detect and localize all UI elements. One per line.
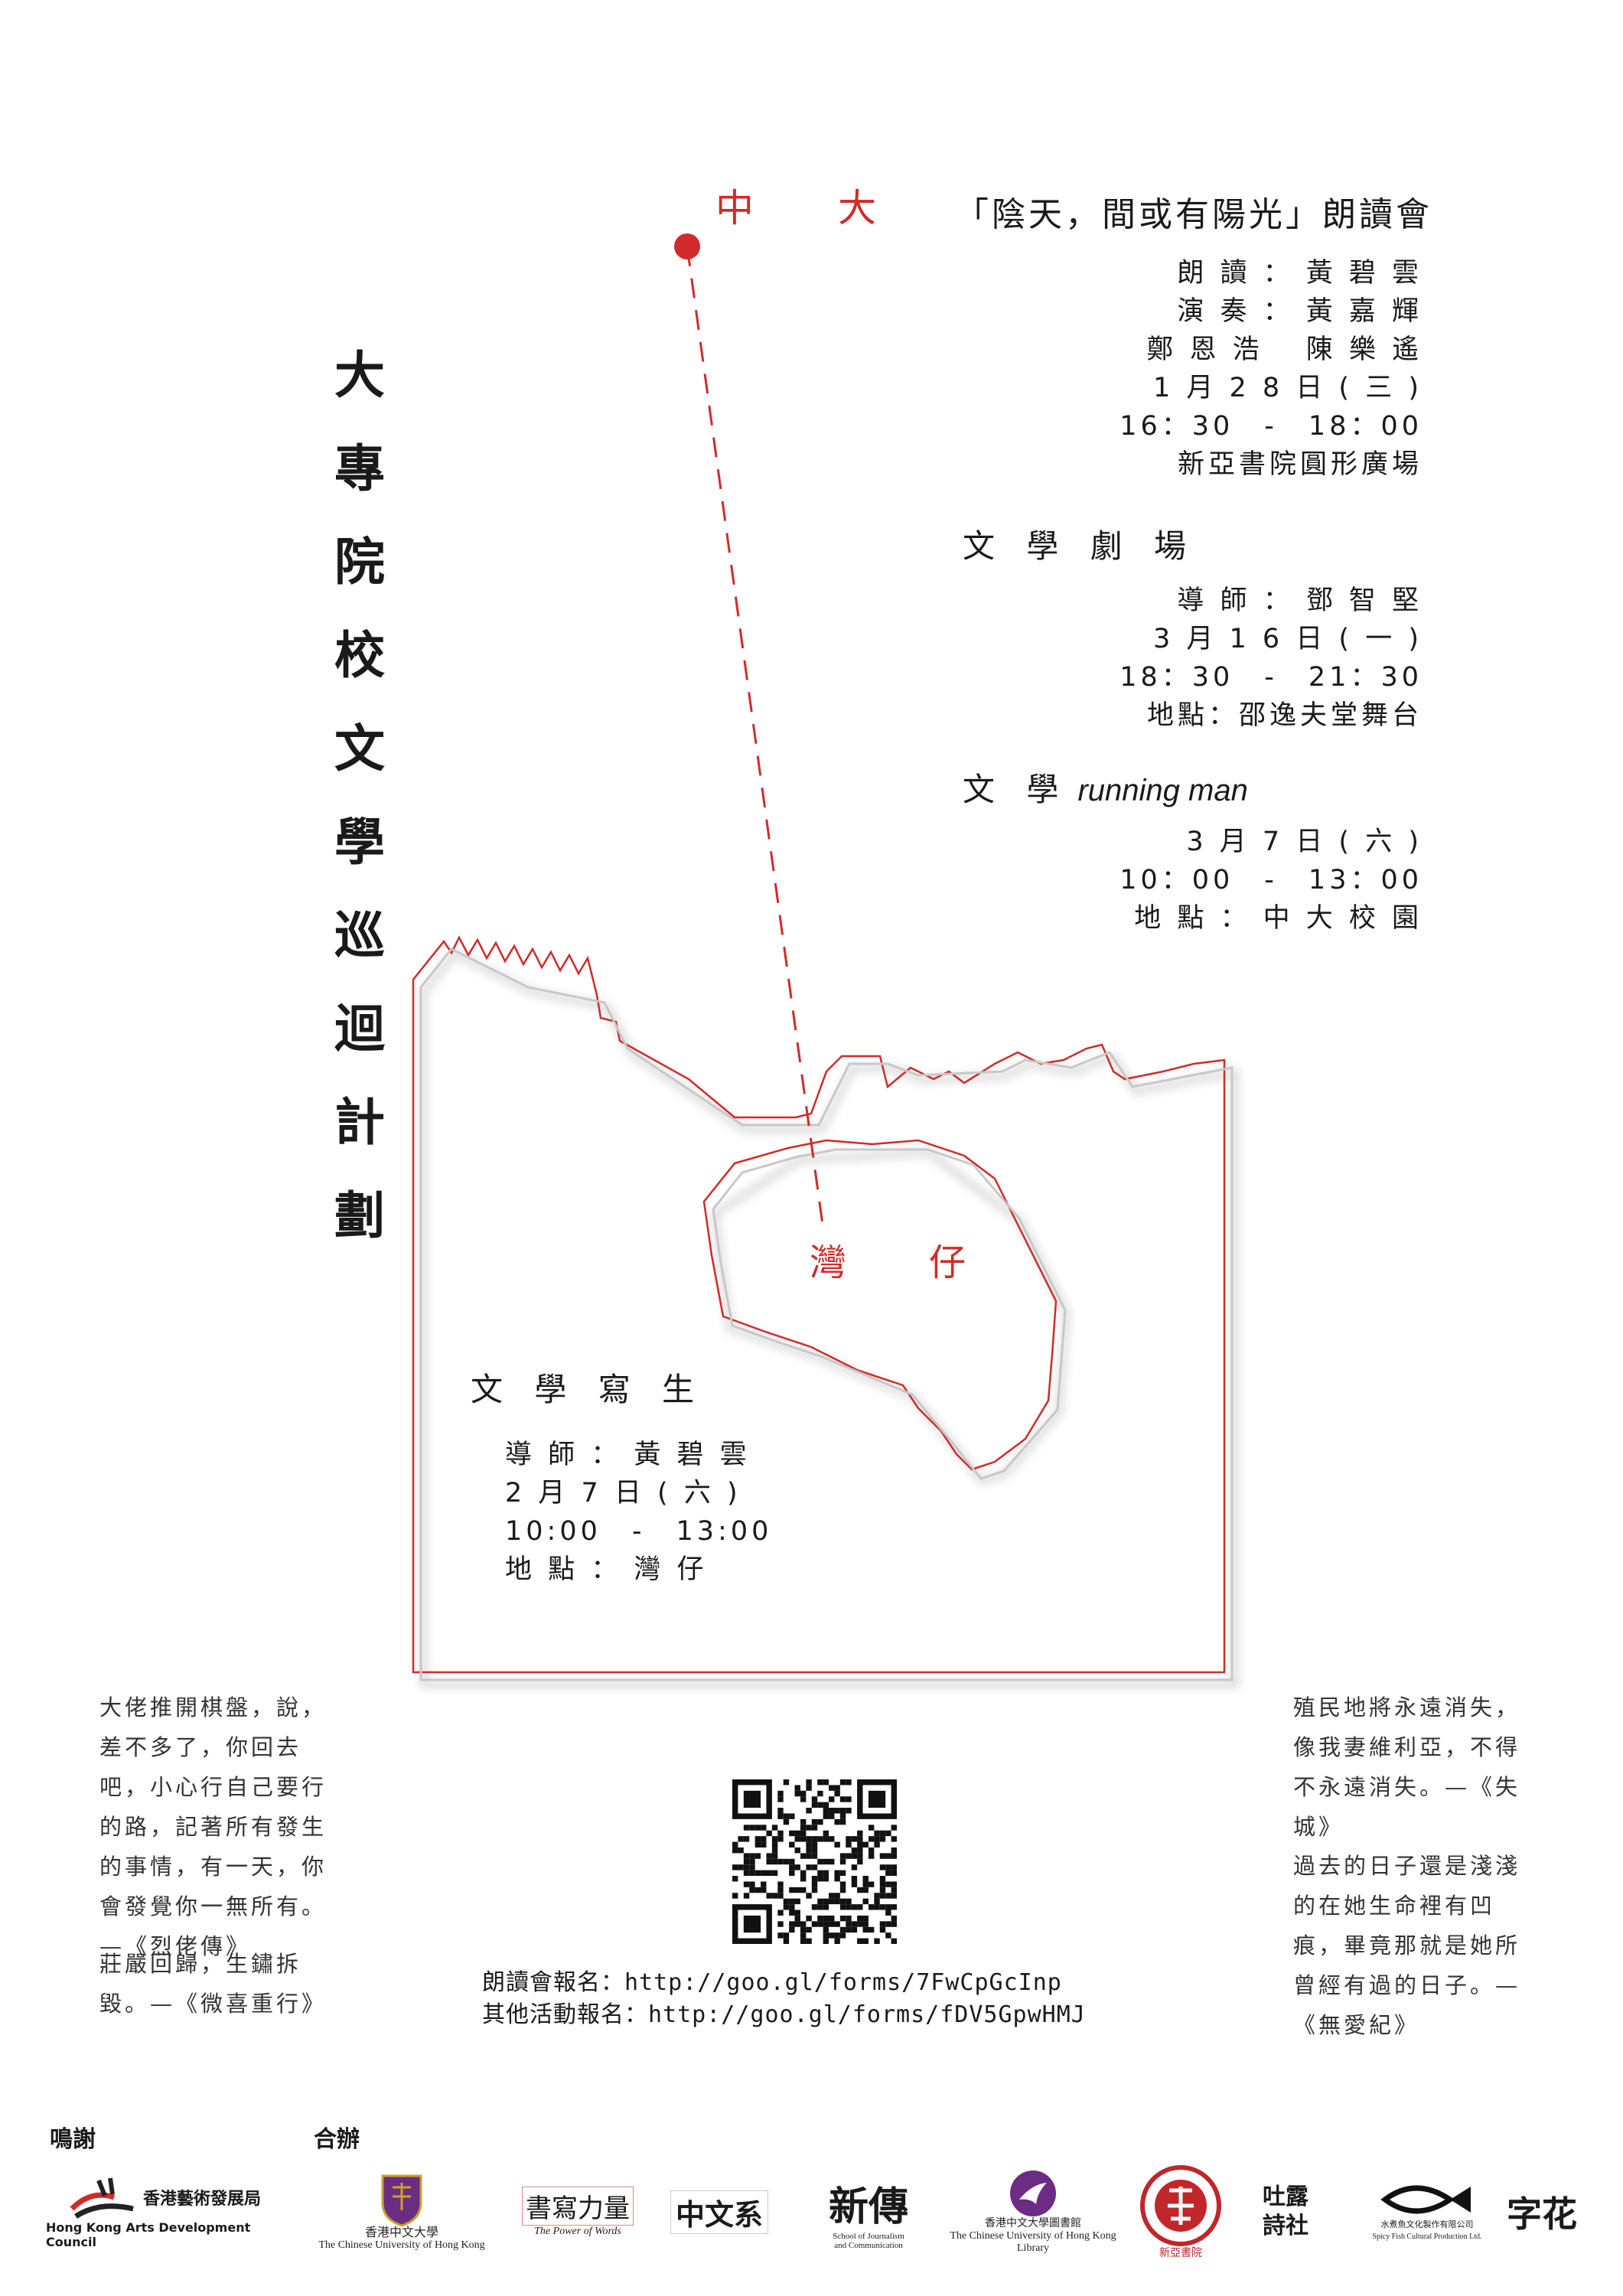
map-graphic: [412, 233, 1239, 1688]
title-char: 文: [334, 719, 385, 778]
qr-code[interactable]: [732, 1779, 897, 1944]
event-info-running: 3 月 7 日 ( 六 ) 10：00 - 13：00 地 點 ： 中 大 校 園: [1119, 823, 1423, 938]
event-info-line: 演 奏 ： 黃 嘉 輝: [1177, 296, 1423, 327]
event-info-sketch: 導 師 ： 黃 碧 雲 2 月 7 日 ( 六 ) 10:00 - 13:00 地 點…: [505, 1436, 773, 1589]
hkadc-name-cn: 香港藝術發展局: [142, 2190, 261, 2209]
event-title-running: 文 學 running man: [963, 764, 1248, 810]
hkadc-name-en: Hong Kong Arts Development Council: [46, 2220, 251, 2249]
quote-right-1: 殖民地將永遠消失，像我妻維利亞，不得不永遠消失。—《失城》: [1293, 1694, 1521, 1840]
poster-title: 大專院校文學巡迴計劃: [325, 329, 394, 1263]
event-info-line: 地 點 ： 中 大 校 園: [1134, 903, 1423, 934]
logo-power-of-words: 書寫力量 The Power of Words: [513, 2158, 643, 2265]
title-char: 大: [334, 346, 385, 405]
power-name-cn: 書寫力量: [522, 2186, 634, 2226]
cuhk-crest-icon: [381, 2174, 422, 2227]
thanks-label: 鳴謝: [50, 2126, 96, 2153]
cuhk-name-cn: 香港中文大學: [364, 2226, 438, 2239]
event-info-line: 朗 讀 ： 黃 碧 雲: [1177, 258, 1423, 289]
route-line: [686, 246, 824, 1225]
event-info-theatre: 導 師 ： 鄧 智 堅 3 月 1 6 日 ( 一 ) 18：30 - 21：30 地…: [1119, 582, 1423, 735]
spicy-fish-name-en: Spicy Fish Cultural Production Ltd.: [1372, 2232, 1482, 2241]
event-info-line: 16：30 - 18：00: [1119, 411, 1423, 442]
event-title-running-en: running man: [1077, 774, 1248, 807]
new-asia-name: 新亞書院: [1159, 2248, 1202, 2259]
title-char: 院: [334, 533, 385, 592]
quote-left-1: 大佬推開棋盤，說，差不多了，你回去吧，小心行自己要行的路，記著所有發生的事情，有…: [99, 1694, 328, 1959]
zihua-name: 字花: [1507, 2193, 1577, 2235]
title-char: 學: [334, 813, 385, 872]
logo-hkadc: 香港藝術發展局 Hong Kong Arts Development Counc…: [46, 2158, 283, 2265]
event-info-line: 導 師 ： 鄧 智 堅: [1177, 585, 1423, 616]
library-bird-icon: [1010, 2170, 1056, 2216]
logo-new-asia: 新亞書院: [1131, 2158, 1230, 2265]
fish-icon: [1380, 2185, 1471, 2214]
journalism-name-en: School of Journalism and Communication: [833, 2231, 904, 2250]
hkadc-icon: [70, 2177, 134, 2219]
logo-cuhk: 香港中文大學 The Chinese University of Hong Ko…: [306, 2158, 497, 2265]
event-info-line: 18：30 - 21：30: [1119, 662, 1423, 693]
logo-zihua: 字花: [1500, 2158, 1584, 2265]
event-info-line: 2 月 7 日 ( 六 ): [505, 1478, 741, 1508]
event-title-running-cn: 文 學: [963, 771, 1070, 808]
event-info-line: 導 師 ： 黃 碧 雲: [505, 1440, 751, 1470]
registration-link-other[interactable]: 其他活動報名：http://goo.gl/forms/fDV5GpwHMJ: [482, 2001, 1086, 2028]
map-label-wanchai: 灣 仔: [810, 1241, 989, 1284]
quote-left-2: 莊嚴回歸，生鏽拆毀。—《微喜重行》: [99, 1951, 328, 2017]
event-info-line: 地點：邵逸夫堂舞台: [1146, 700, 1423, 731]
event-info-line: 新亞書院圓形廣場: [1177, 449, 1423, 480]
library-name-en: The Chinese University of Hong Kong Libr…: [950, 2230, 1116, 2254]
event-info-line: 3 月 7 日 ( 六 ): [1186, 827, 1423, 857]
event-info-line: 3 月 1 6 日 ( 一 ): [1153, 624, 1423, 654]
event-info-line: 鄭 恩 浩 陳 樂 遙: [1146, 334, 1423, 365]
logo-poetry-society: 吐露詩社: [1247, 2158, 1331, 2265]
spicy-fish-name-cn: 水煮魚文化製作有限公司: [1380, 2220, 1474, 2229]
power-name-en: The Power of Words: [534, 2225, 621, 2237]
district-outline: [412, 935, 1226, 1674]
logo-spicy-fish: 水煮魚文化製作有限公司 Spicy Fish Cultural Producti…: [1358, 2158, 1496, 2265]
logo-chinese-dept: 中文系: [670, 2158, 769, 2265]
title-char: 專: [334, 439, 385, 498]
coorganizer-label: 合辦: [314, 2126, 360, 2153]
quote-right-2: 過去的日子還是淺淺的在她生命裡有凹痕，畢竟那就是她所曾經有過的日子。—《無愛紀》: [1293, 1853, 1521, 2038]
title-char: 校: [334, 626, 385, 685]
logo-journalism: 新傳 School of Journalism and Communicatio…: [811, 2158, 926, 2265]
cuhk-name-en: The Chinese University of Hong Kong: [318, 2239, 485, 2251]
title-char: 巡: [334, 906, 385, 965]
title-char: 劃: [334, 1186, 385, 1245]
event-info-line: 地 點 ： 灣 仔: [505, 1554, 708, 1585]
event-title-sketch: 文 學 寫 生: [471, 1371, 706, 1408]
title-char: 計: [334, 1093, 385, 1152]
new-asia-seal-icon: [1140, 2165, 1221, 2246]
title-char: 迴: [334, 1000, 385, 1058]
chinese-dept-name: 中文系: [670, 2190, 768, 2234]
library-name-cn: 香港中文大學圖書館: [985, 2218, 1081, 2229]
event-info-line: 10:00 - 13:00: [505, 1516, 773, 1547]
event-info-line: 1 月 2 8 日 ( 三 ): [1153, 373, 1423, 403]
poetry-name: 吐露詩社: [1263, 2183, 1309, 2239]
event-info-line: 10：00 - 13：00: [1119, 865, 1423, 895]
map-label-cuhk: 中 大: [715, 186, 899, 230]
event-title-theatre: 文 學 劇 場: [963, 527, 1198, 565]
route-start-dot: [674, 233, 700, 259]
logo-library: 香港中文大學圖書館 The Chinese University of Hong…: [937, 2158, 1129, 2265]
journalism-name-cn: 新傳: [828, 2183, 908, 2230]
event-info-reading: 朗 讀 ： 黃 碧 雲演 奏 ： 黃 嘉 輝鄭 恩 浩 陳 樂 遙 1 月 2 8…: [1119, 254, 1423, 484]
event-title-reading: 「陰天，間或有陽光」朗讀會: [955, 195, 1432, 234]
registration-link-reading[interactable]: 朗讀會報名：http://goo.gl/forms/7FwCpGcInp: [482, 1969, 1062, 1996]
